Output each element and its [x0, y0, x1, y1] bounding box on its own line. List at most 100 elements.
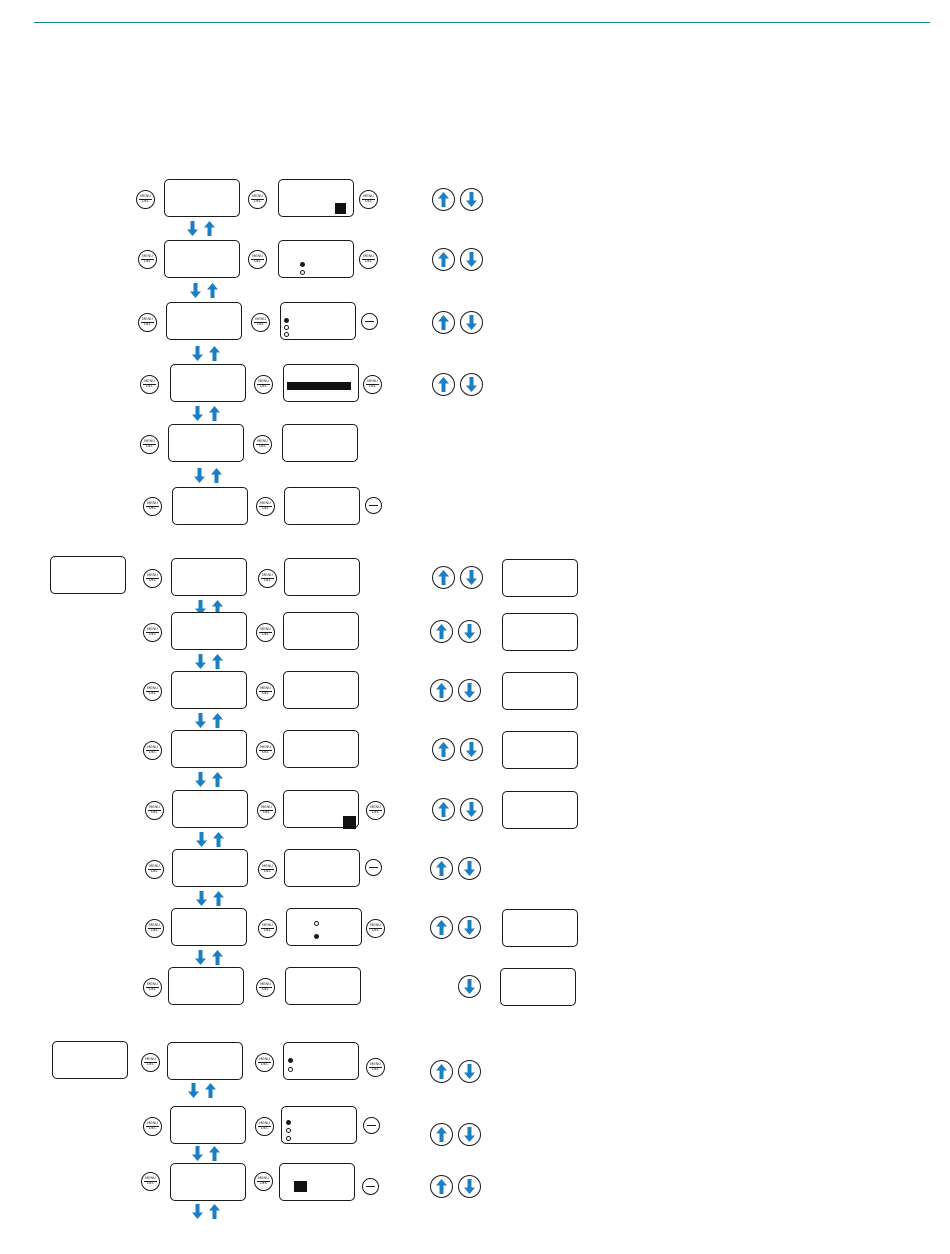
up-arrow-icon	[212, 713, 223, 728]
down-arrow-button[interactable]	[460, 798, 483, 821]
button-label-del: DEL	[263, 928, 272, 932]
button-label-del: DEL	[148, 506, 157, 510]
down-arrow-button[interactable]	[460, 248, 483, 271]
up-arrow-button[interactable]	[430, 916, 453, 939]
up-arrow-button[interactable]	[432, 738, 455, 761]
minus-button-icon[interactable]	[365, 497, 382, 514]
up-arrow-button[interactable]	[430, 1123, 453, 1146]
button-label-del: DEL	[148, 578, 157, 582]
lcd-display	[280, 302, 356, 340]
down-arrow-button[interactable]	[460, 373, 483, 396]
up-arrow-icon	[211, 468, 222, 483]
down-arrow-icon	[188, 1083, 199, 1098]
down-arrow-button[interactable]	[458, 975, 481, 998]
up-arrow-icon	[204, 221, 215, 236]
up-arrow-button[interactable]	[430, 1175, 453, 1198]
down-arrow-button[interactable]	[460, 188, 483, 211]
button-label-del: DEL	[258, 444, 267, 448]
button-label-menu: MENU	[256, 439, 269, 445]
down-arrow-button[interactable]	[458, 857, 481, 880]
button-label-del: DEL	[368, 384, 377, 388]
up-arrow-button[interactable]	[432, 311, 455, 334]
up-arrow-button[interactable]	[430, 1060, 453, 1083]
button-label-del: DEL	[262, 810, 271, 814]
down-arrow-button[interactable]	[458, 1175, 481, 1198]
button-label-del: DEL	[261, 506, 270, 510]
button-label-menu: MENU	[369, 805, 382, 811]
unselected-dot-icon	[314, 921, 319, 926]
minus-button-icon[interactable]	[362, 1178, 379, 1195]
down-arrow-button[interactable]	[458, 620, 481, 643]
result-display	[502, 613, 578, 651]
up-arrow-button[interactable]	[430, 620, 453, 643]
button-label-menu: MENU	[146, 982, 159, 988]
down-arrow-button[interactable]	[460, 311, 483, 334]
button-label-menu: MENU	[259, 627, 272, 633]
minus-button-icon[interactable]	[363, 1117, 380, 1134]
down-arrow-button[interactable]	[460, 738, 483, 761]
down-arrow-button[interactable]	[458, 1123, 481, 1146]
down-arrow-button[interactable]	[458, 1060, 481, 1083]
button-label-menu: MENU	[258, 1057, 271, 1063]
up-arrow-button[interactable]	[432, 188, 455, 211]
down-arrow-icon	[190, 283, 201, 298]
up-arrow-button[interactable]	[430, 679, 453, 702]
up-arrow-button[interactable]	[432, 248, 455, 271]
lcd-display	[171, 671, 247, 709]
up-arrow-button[interactable]	[432, 373, 455, 396]
up-arrow-button[interactable]	[430, 857, 453, 880]
down-arrow-button[interactable]	[460, 566, 483, 589]
lcd-display	[278, 240, 354, 278]
button-label-del: DEL	[150, 869, 159, 873]
down-arrow-button[interactable]	[458, 916, 481, 939]
down-arrow-button[interactable]	[458, 679, 481, 702]
button-label-del: DEL	[261, 987, 270, 991]
up-arrow-button[interactable]	[432, 566, 455, 589]
minus-button-icon[interactable]	[361, 313, 378, 330]
cursor-block	[335, 203, 346, 214]
minus-button-icon[interactable]	[365, 859, 382, 876]
up-arrow-button[interactable]	[432, 798, 455, 821]
lcd-display	[171, 558, 247, 596]
